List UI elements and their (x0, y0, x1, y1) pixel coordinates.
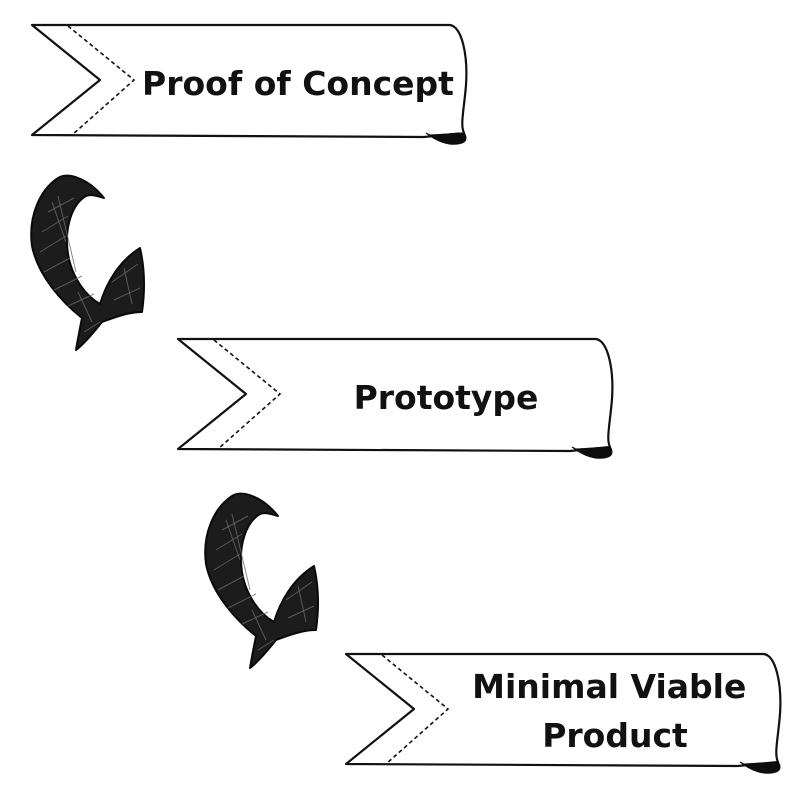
down-right-arrow-1 (30, 174, 145, 351)
stage-label-prototype: Prototype (354, 378, 539, 417)
stage-label-minimal-viable-product: Minimal Viable Product (472, 667, 758, 755)
stage-label-line-1: Minimal Viable (472, 667, 746, 706)
stage-label-line-2: Product (542, 716, 688, 755)
stage-label-proof-of-concept: Proof of Concept (142, 64, 454, 103)
down-right-arrow-2 (204, 492, 319, 669)
